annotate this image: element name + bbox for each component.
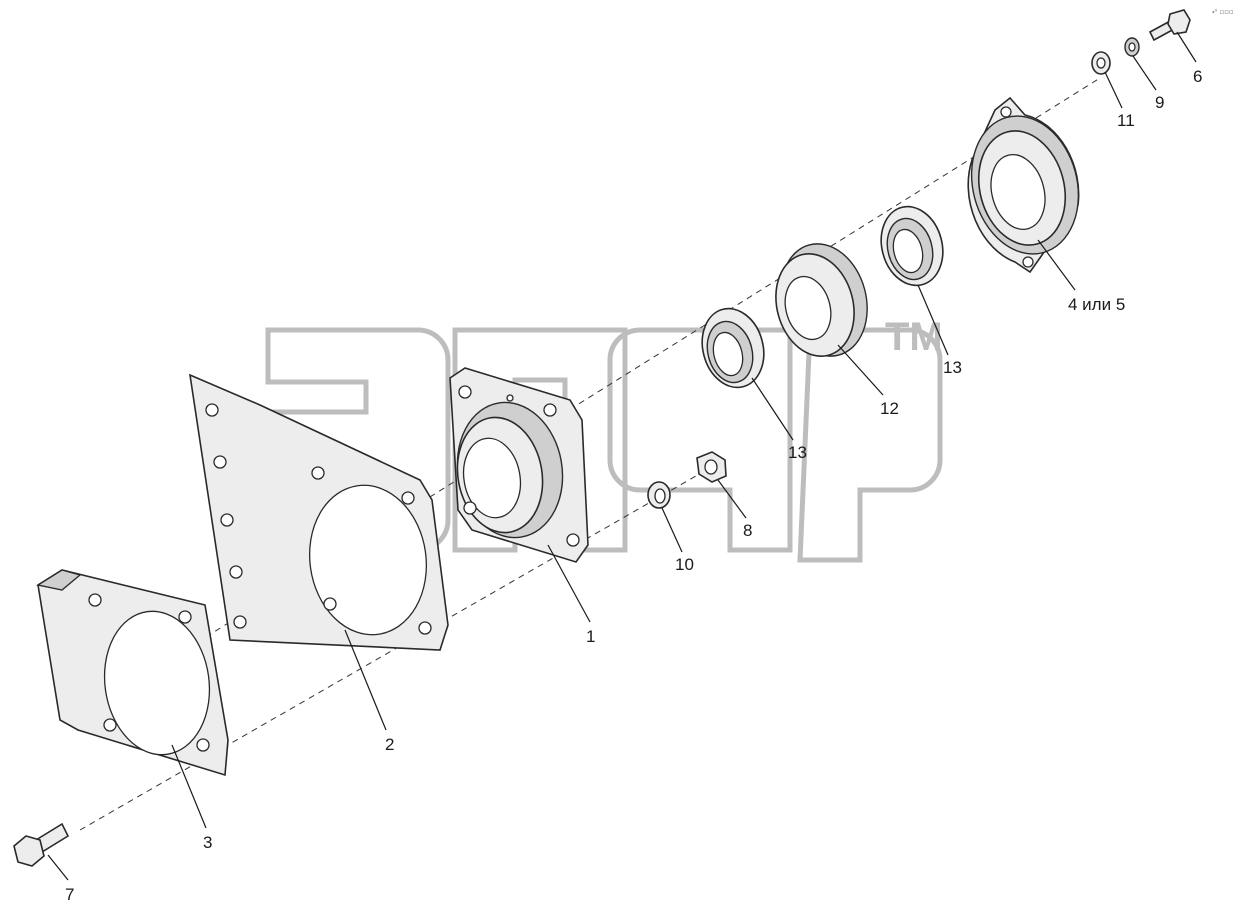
- part-1-flange-housing: [449, 367, 589, 563]
- part-8-nut: [696, 451, 727, 483]
- label-part-10: 10: [675, 555, 694, 574]
- label-part-9: 9: [1155, 93, 1164, 112]
- part-10-washer: [647, 481, 671, 509]
- part-13b-seal: [880, 205, 944, 287]
- part-9-spring-washer: [1124, 37, 1140, 57]
- label-part-13b: 13: [943, 358, 962, 377]
- part-7-bolt: [13, 822, 70, 867]
- label-part-2: 2: [385, 735, 394, 754]
- label-part-7: 7: [65, 885, 74, 904]
- label-part-8: 8: [743, 521, 752, 540]
- part-6-bolt: [1148, 9, 1191, 42]
- label-part-11: 11: [1117, 111, 1135, 130]
- part-12-bearing: [775, 243, 868, 357]
- part-2-plate: [188, 373, 449, 651]
- part-4-cover: [967, 96, 1080, 274]
- label-part-12: 12: [880, 399, 899, 418]
- part-labels: 1 2 3 4 или 5 6 7 8 9 10 11 12 13 13: [65, 67, 1202, 904]
- leader-lines: [47, 31, 1197, 881]
- watermark-tm: TM: [885, 315, 943, 359]
- part-11-washer: [1091, 51, 1111, 75]
- part-13a-seal: [701, 307, 765, 389]
- label-part-6: 6: [1193, 67, 1202, 86]
- label-part-3: 3: [203, 833, 212, 852]
- label-part-4: 4 или 5: [1068, 295, 1125, 314]
- label-part-1: 1: [586, 627, 595, 646]
- label-part-13a: 13: [788, 443, 807, 462]
- part-3-bracket: [36, 569, 229, 777]
- corner-mark: ⬩⁰ ▫▫▫: [1212, 8, 1234, 16]
